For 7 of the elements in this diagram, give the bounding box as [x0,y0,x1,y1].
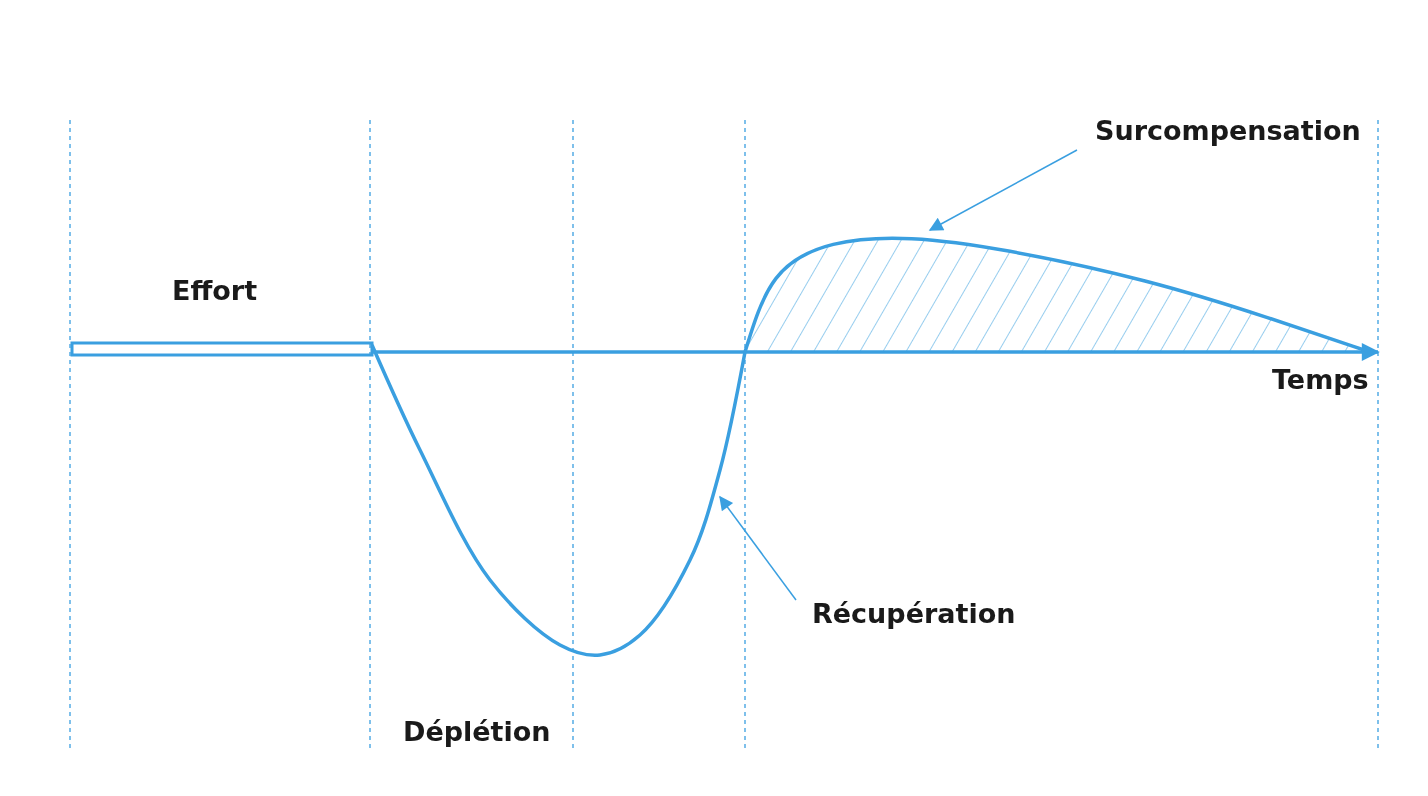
annotation-label: Surcompensation [1095,115,1361,148]
annotation-label: Récupération [812,598,1016,631]
phase-label: Effort [172,275,258,308]
leader-arrow [719,495,797,601]
leader-arrow [928,149,1078,231]
axis-label: Temps [1272,364,1369,397]
phase-label: Déplétion [403,716,551,749]
